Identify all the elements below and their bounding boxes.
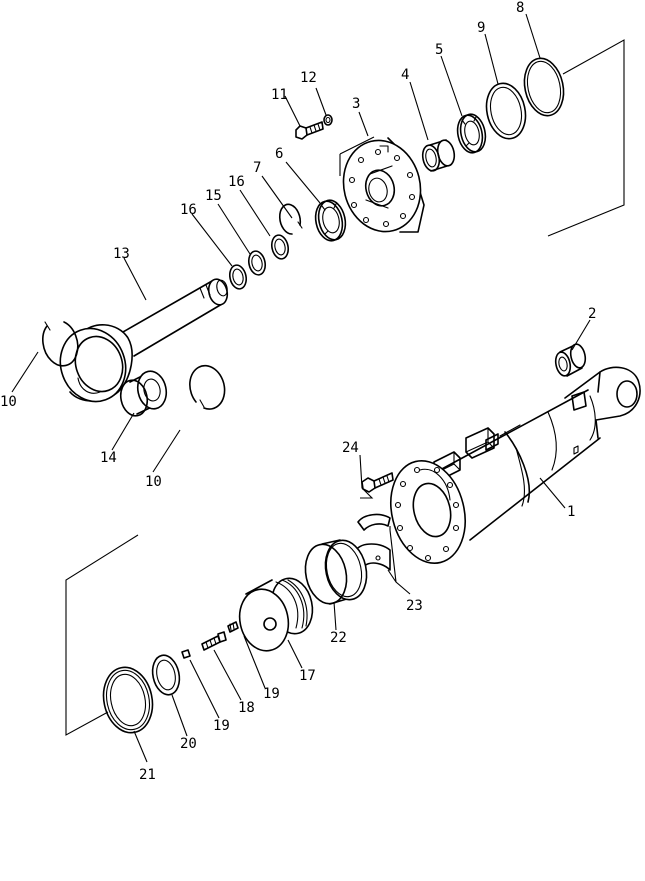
part-20-ring bbox=[151, 654, 181, 696]
label-16-a: 16 bbox=[228, 174, 245, 190]
part-15-ring bbox=[247, 250, 267, 276]
label-15: 15 bbox=[205, 188, 222, 204]
label-14: 14 bbox=[100, 450, 117, 466]
part-21-piston-seal bbox=[102, 666, 154, 734]
label-23: 23 bbox=[406, 598, 423, 614]
label-13: 13 bbox=[113, 246, 130, 262]
label-1: 1 bbox=[567, 504, 575, 520]
label-20: 20 bbox=[180, 736, 197, 752]
part-10-snap-ring-a bbox=[42, 321, 79, 367]
part-19-plug-a bbox=[227, 621, 239, 633]
label-24: 24 bbox=[342, 440, 359, 456]
label-17: 17 bbox=[299, 668, 316, 684]
label-4: 4 bbox=[401, 67, 409, 83]
label-6: 6 bbox=[275, 146, 283, 162]
labels: 8 9 5 4 12 11 3 6 7 16 15 16 13 2 10 24 … bbox=[0, 0, 596, 783]
part-1-cylinder-tube bbox=[390, 366, 641, 565]
part-9-backup-ring bbox=[485, 82, 527, 140]
part-17-piston bbox=[238, 577, 314, 652]
label-3: 3 bbox=[352, 96, 360, 112]
part-14-spherical-bushing bbox=[119, 370, 168, 417]
part-18-screw bbox=[201, 631, 227, 651]
label-18: 18 bbox=[238, 700, 255, 716]
part-23-split-ring bbox=[355, 513, 391, 571]
label-10-b: 10 bbox=[145, 474, 162, 490]
label-11: 11 bbox=[271, 87, 288, 103]
part-7-snap-ring bbox=[278, 203, 303, 235]
part-12-washer bbox=[323, 114, 333, 126]
part-4-bushing bbox=[421, 139, 456, 172]
part-8-o-ring bbox=[523, 57, 565, 117]
part-13-piston-rod bbox=[59, 278, 229, 403]
label-19-a: 19 bbox=[263, 686, 280, 702]
part-2-bushing bbox=[554, 343, 587, 377]
label-8: 8 bbox=[516, 0, 524, 16]
label-21: 21 bbox=[139, 767, 156, 783]
label-2: 2 bbox=[588, 306, 596, 322]
part-16-ring-a bbox=[270, 234, 290, 260]
label-22: 22 bbox=[330, 630, 347, 646]
upper-bracket-line bbox=[547, 39, 625, 237]
label-10-a: 10 bbox=[0, 394, 17, 410]
part-5-seal bbox=[456, 113, 487, 154]
leader-lines bbox=[11, 13, 591, 763]
part-16-ring-b bbox=[228, 264, 248, 290]
part-11-bolt bbox=[295, 121, 324, 140]
part-10-snap-ring-b bbox=[189, 364, 226, 410]
part-3-cylinder-head bbox=[342, 137, 425, 233]
label-5: 5 bbox=[435, 42, 443, 58]
label-7: 7 bbox=[253, 160, 261, 176]
label-16-b: 16 bbox=[180, 202, 197, 218]
part-24-bolt bbox=[361, 472, 394, 493]
label-12: 12 bbox=[300, 70, 317, 86]
part-22-wear-ring bbox=[304, 539, 368, 605]
lower-bracket-line bbox=[65, 534, 139, 736]
part-6-seal bbox=[314, 199, 347, 242]
part-19-plug-b bbox=[181, 649, 191, 659]
label-19-b: 19 bbox=[213, 718, 230, 734]
label-9: 9 bbox=[477, 20, 485, 36]
